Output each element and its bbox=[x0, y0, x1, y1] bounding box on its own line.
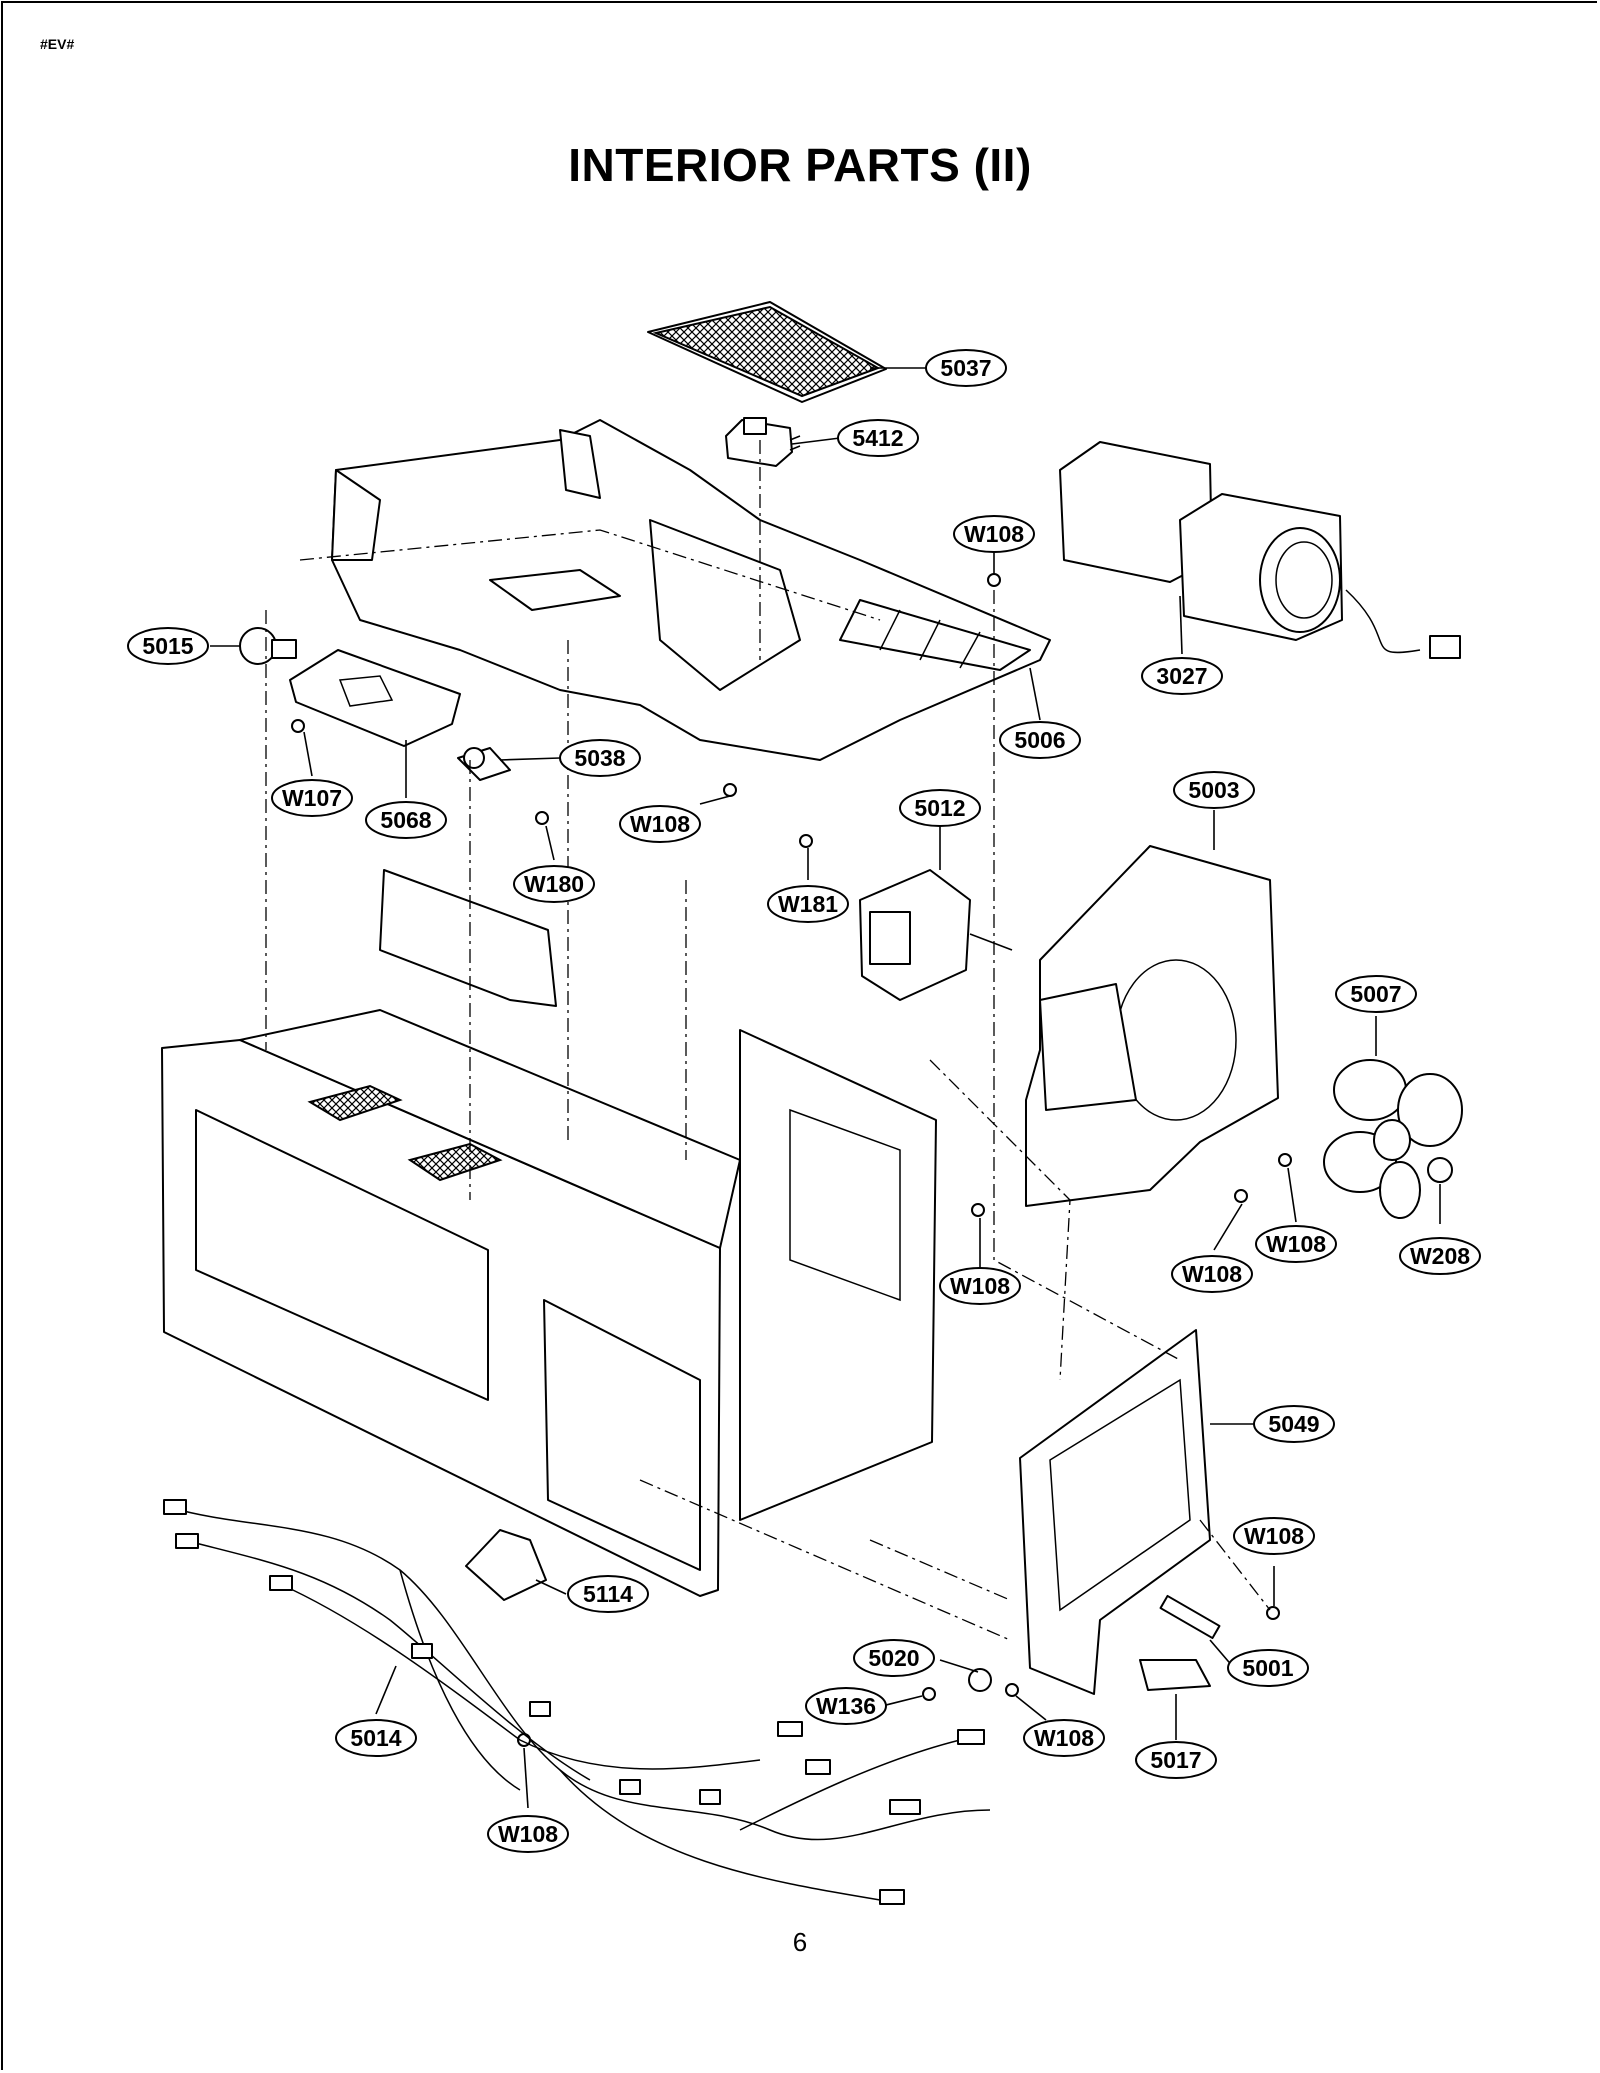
callout-w136: W136 bbox=[805, 1687, 887, 1725]
callout-label: W108 bbox=[1266, 1231, 1326, 1257]
temp-sensor-part bbox=[968, 1668, 992, 1692]
callout-label: 5038 bbox=[574, 745, 625, 771]
callout-label: W107 bbox=[282, 785, 342, 811]
callout-label: 5037 bbox=[940, 355, 991, 381]
callout-5014: 5014 bbox=[335, 1719, 417, 1757]
leader-lines bbox=[210, 367, 1441, 1809]
callout-5006: 5006 bbox=[999, 721, 1081, 759]
outer-case-part bbox=[161, 869, 937, 1597]
callout-label: 5068 bbox=[380, 807, 431, 833]
callout-3027: 3027 bbox=[1141, 657, 1223, 695]
callout-w108-d: W108 bbox=[1171, 1255, 1253, 1293]
callout-label: 5007 bbox=[1350, 981, 1401, 1007]
callout-label: 5006 bbox=[1014, 727, 1065, 753]
blower-motor-part bbox=[1059, 441, 1461, 659]
callout-w108-b: W108 bbox=[619, 805, 701, 843]
header-tag: #EV# bbox=[40, 36, 75, 52]
callout-5003: 5003 bbox=[1173, 771, 1255, 809]
callout-label: W108 bbox=[964, 521, 1024, 547]
callout-label: 5017 bbox=[1150, 1747, 1201, 1773]
callout-5001: 5001 bbox=[1227, 1649, 1309, 1687]
callout-label: 5014 bbox=[350, 1725, 401, 1751]
callout-w108-e: W108 bbox=[939, 1267, 1021, 1305]
callout-label: W108 bbox=[1182, 1261, 1242, 1287]
callout-5412: 5412 bbox=[837, 419, 919, 457]
callout-label: 5001 bbox=[1242, 1655, 1293, 1681]
callout-w108-h: W108 bbox=[487, 1815, 569, 1853]
callout-5020: 5020 bbox=[853, 1639, 935, 1677]
grease-filter-part bbox=[647, 301, 887, 403]
air-guide-part bbox=[331, 419, 1051, 761]
callout-w180: W180 bbox=[513, 865, 595, 903]
page-title: INTERIOR PARTS (II) bbox=[568, 139, 1032, 191]
callout-5017: 5017 bbox=[1135, 1741, 1217, 1779]
wire-harness-part bbox=[163, 1499, 991, 1905]
callout-label: W208 bbox=[1410, 1243, 1470, 1269]
callout-w108-g: W108 bbox=[1023, 1719, 1105, 1757]
callout-5007: 5007 bbox=[1335, 975, 1417, 1013]
page-number: 6 bbox=[792, 1927, 808, 1957]
latch-parts bbox=[1139, 1594, 1221, 1691]
callout-label: 5114 bbox=[583, 1581, 633, 1607]
connector-bracket-part bbox=[465, 1529, 547, 1601]
callout-label: W108 bbox=[1034, 1725, 1094, 1751]
callout-w107: W107 bbox=[271, 779, 353, 817]
callout-label: W108 bbox=[630, 811, 690, 837]
callout-5114: 5114 bbox=[567, 1575, 649, 1613]
thermostat-part bbox=[725, 417, 801, 467]
callout-w108-a: W108 bbox=[953, 515, 1035, 553]
callout-label: 3027 bbox=[1156, 663, 1207, 689]
callout-w181: W181 bbox=[767, 885, 849, 923]
fan-blade-part bbox=[1323, 1059, 1463, 1219]
callout-5015: 5015 bbox=[127, 627, 209, 665]
callout-label: W108 bbox=[950, 1273, 1010, 1299]
callout-5037: 5037 bbox=[925, 349, 1007, 387]
callout-label: W136 bbox=[816, 1693, 876, 1719]
lamp-bulb-part bbox=[239, 627, 297, 665]
callout-w208: W208 bbox=[1399, 1237, 1481, 1275]
callout-label: 5015 bbox=[142, 633, 193, 659]
callout-5068: 5068 bbox=[365, 801, 447, 839]
thermal-fuse-part bbox=[457, 747, 511, 781]
callout-w108-c: W108 bbox=[1255, 1225, 1337, 1263]
callout-label: 5049 bbox=[1268, 1411, 1319, 1437]
fan-motor-part bbox=[859, 869, 1013, 1001]
callout-5049: 5049 bbox=[1253, 1405, 1335, 1443]
callout-label: W181 bbox=[778, 891, 838, 917]
lamp-cover-part bbox=[289, 649, 461, 747]
callout-w108-f: W108 bbox=[1233, 1517, 1315, 1555]
callout-5012: 5012 bbox=[899, 789, 981, 827]
back-panel-part bbox=[1019, 1329, 1211, 1695]
callout-label: W180 bbox=[524, 871, 584, 897]
callout-label: 5012 bbox=[914, 795, 965, 821]
callout-label: 5412 bbox=[852, 425, 903, 451]
callout-label: W108 bbox=[498, 1821, 558, 1847]
callout-label: 5020 bbox=[868, 1645, 919, 1671]
fan-duct-part bbox=[1025, 845, 1279, 1207]
callout-label: W108 bbox=[1244, 1523, 1304, 1549]
callout-5038: 5038 bbox=[559, 739, 641, 777]
callout-label: 5003 bbox=[1188, 777, 1239, 803]
